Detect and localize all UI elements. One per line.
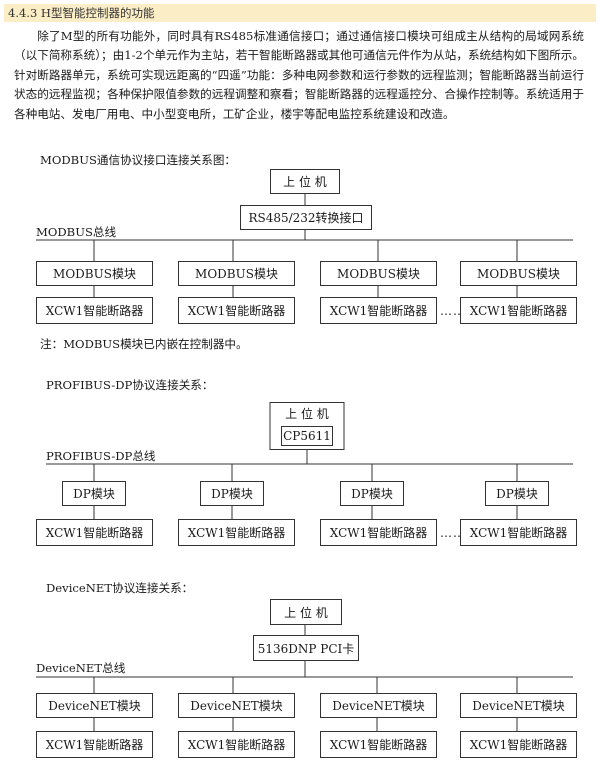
modbus-breaker-1: XCW1智能断路器 (36, 297, 153, 324)
intro-paragraph: 除了M型的所有功能外，同时具有RS485标准通信接口；通过通信接口模块可组成主从… (14, 29, 584, 121)
modbus-connectors (36, 194, 573, 297)
profibus-breaker-2: XCW1智能断路器 (178, 519, 295, 546)
devicenet-breaker-4: XCW1智能断路器 (460, 731, 577, 758)
devicenet-module-2: DeviceNET模块 (178, 693, 295, 718)
section-heading: 4.4.3 H型智能控制器的功能 (4, 4, 596, 22)
profibus-caption: PROFIBUS-DP协议连接关系： (46, 378, 214, 392)
modbus-breaker-4: XCW1智能断路器 (460, 297, 577, 324)
devicenet-caption: DeviceNET协议连接关系： (46, 581, 194, 595)
modbus-caption: MODBUS通信协议接口连接关系图： (40, 153, 237, 167)
profibus-card-box: CP5611 (281, 426, 333, 446)
modbus-module-2: MODBUS模块 (178, 261, 295, 286)
devicenet-module-3: DeviceNET模块 (320, 693, 437, 718)
devicenet-host-box: 上 位 机 (270, 599, 342, 625)
devicenet-module-4: DeviceNET模块 (460, 693, 577, 718)
devicenet-breaker-3: XCW1智能断路器 (320, 731, 437, 758)
profibus-module-1: DP模块 (62, 481, 126, 506)
profibus-host-label: 上 位 机 (285, 406, 329, 421)
modbus-ellipsis: …… (440, 304, 466, 318)
modbus-bus-label: MODBUS总线 (36, 225, 117, 239)
profibus-diagram: 上 位 机 CP5611 PROFIBUS-DP总线 DP模块 DP模块 DP模… (0, 402, 600, 562)
modbus-converter-box: RS485/232转换接口 (240, 205, 372, 230)
devicenet-bus-label: DeviceNET总线 (36, 661, 126, 675)
devicenet-breaker-1: XCW1智能断路器 (36, 731, 153, 758)
profibus-breaker-3: XCW1智能断路器 (320, 519, 437, 546)
modbus-module-4: MODBUS模块 (460, 261, 577, 286)
profibus-ellipsis: …… (440, 526, 466, 540)
profibus-breaker-4: XCW1智能断路器 (460, 519, 577, 546)
profibus-module-2: DP模块 (200, 481, 264, 506)
modbus-breaker-3: XCW1智能断路器 (320, 297, 437, 324)
devicenet-module-1: DeviceNET模块 (36, 693, 153, 718)
modbus-diagram: 上 位 机 RS485/232转换接口 MODBUS总线 MODBUS模块 MO… (0, 168, 600, 334)
profibus-module-4: DP模块 (485, 481, 549, 506)
devicenet-card-box: 5136DNP PCI卡 (253, 635, 359, 661)
modbus-module-1: MODBUS模块 (36, 261, 153, 286)
profibus-bus-label: PROFIBUS-DP总线 (46, 449, 156, 463)
modbus-module-3: MODBUS模块 (320, 261, 437, 286)
modbus-breaker-2: XCW1智能断路器 (178, 297, 295, 324)
modbus-note: 注：MODBUS模块已内嵌在控制器中。 (40, 337, 248, 351)
modbus-host-box: 上 位 机 (270, 169, 340, 194)
devicenet-diagram: 上 位 机 5136DNP PCI卡 DeviceNET总线 DeviceNET… (0, 598, 600, 764)
profibus-connectors (46, 402, 573, 519)
profibus-breaker-1: XCW1智能断路器 (36, 519, 153, 546)
devicenet-breaker-2: XCW1智能断路器 (178, 731, 295, 758)
devicenet-connectors (36, 625, 573, 731)
profibus-module-3: DP模块 (340, 481, 404, 506)
